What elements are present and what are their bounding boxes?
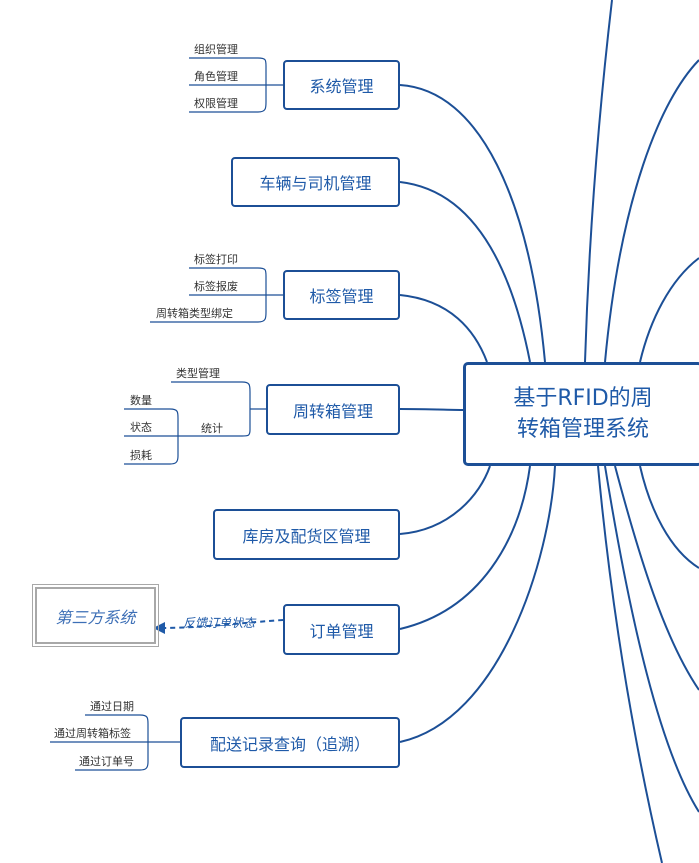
- leaf-delivery-order[interactable]: 通过订单号: [79, 755, 134, 768]
- node-third-party[interactable]: 第三方系统: [32, 584, 159, 647]
- node-order[interactable]: 订单管理: [283, 604, 400, 655]
- connector-vehicle: [399, 181, 531, 363]
- leaf-stats-status[interactable]: 状态: [130, 421, 152, 434]
- node-system-label: 系统管理: [309, 77, 374, 96]
- connector-right-7: [597, 465, 663, 863]
- leaf-tag-scrap[interactable]: 标签报废: [194, 280, 238, 293]
- leaf-system-role[interactable]: 角色管理: [194, 70, 238, 83]
- node-system[interactable]: 系统管理: [283, 60, 400, 110]
- connector-warehouse: [399, 465, 491, 535]
- root-node[interactable]: 基于RFID的周 转箱管理系统: [463, 362, 699, 466]
- bracket-stats: [124, 408, 179, 465]
- connector-right-6: [604, 465, 699, 813]
- leaf-tag-bind[interactable]: 周转箱类型绑定: [156, 307, 233, 320]
- connector-right-4: [639, 465, 699, 569]
- leaf-box-type[interactable]: 类型管理: [176, 367, 220, 380]
- bracket-tag: [150, 267, 283, 323]
- connector-order: [399, 465, 531, 630]
- feedback-arrow-line: [162, 619, 284, 629]
- leaf-system-org[interactable]: 组织管理: [194, 43, 238, 56]
- node-third-party-label: 第三方系统: [55, 607, 136, 627]
- node-delivery[interactable]: 配送记录查询（追溯）: [180, 717, 400, 768]
- bracket-delivery: [50, 714, 180, 771]
- connector-right-2: [604, 59, 699, 363]
- node-order-label: 订单管理: [309, 621, 374, 641]
- leaf-delivery-tag[interactable]: 通过周转箱标签: [54, 727, 131, 740]
- leaf-delivery-date[interactable]: 通过日期: [90, 700, 134, 713]
- connector-box: [399, 408, 465, 411]
- leaf-stats-count[interactable]: 数量: [130, 394, 152, 407]
- connector-tag: [399, 294, 488, 363]
- leaf-box-stats[interactable]: 统计: [201, 422, 223, 435]
- leaf-tag-print[interactable]: 标签打印: [194, 253, 238, 266]
- bracket-system: [189, 57, 283, 113]
- connector-system: [399, 84, 546, 363]
- leaf-system-perm[interactable]: 权限管理: [194, 97, 238, 110]
- connector-right-3: [639, 257, 699, 363]
- node-tag-label: 标签管理: [309, 287, 374, 306]
- node-box-label: 周转箱管理: [292, 401, 373, 421]
- feedback-label: 反馈订单状态: [183, 616, 256, 630]
- bracket-box: [171, 381, 266, 437]
- node-warehouse-label: 库房及配货区管理: [242, 526, 371, 546]
- node-tag[interactable]: 标签管理: [283, 270, 400, 320]
- root-title-line1: 基于RFID的周: [513, 386, 653, 411]
- connector-delivery: [399, 465, 556, 743]
- node-vehicle-label: 车辆与司机管理: [259, 174, 372, 193]
- root-title-line2: 转箱管理系统: [516, 417, 649, 442]
- node-delivery-label: 配送记录查询（追溯）: [209, 734, 370, 754]
- connector-right-1: [584, 0, 613, 363]
- node-vehicle[interactable]: 车辆与司机管理: [231, 157, 400, 207]
- feedback-arrowhead: [153, 622, 165, 634]
- node-box[interactable]: 周转箱管理: [266, 384, 400, 435]
- leaf-stats-loss[interactable]: 损耗: [130, 449, 152, 462]
- node-warehouse[interactable]: 库房及配货区管理: [213, 509, 400, 560]
- connector-right-5: [614, 465, 699, 691]
